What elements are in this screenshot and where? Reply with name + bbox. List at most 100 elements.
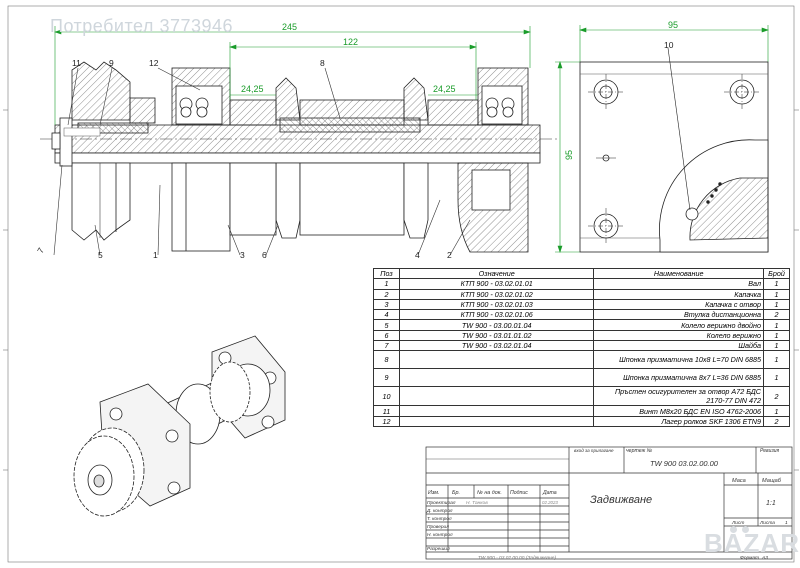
tb-scale: 1:1 (766, 500, 776, 507)
watermark-text: Потребител 3773946 (50, 16, 234, 36)
sprocket-double-lower (71, 162, 131, 241)
tb-verified-label: Проверил (427, 524, 449, 530)
tb-col-sheet: Бр. (452, 490, 460, 496)
callout-3: 3 (240, 250, 245, 260)
bom-designation: КТП 900 - 03.02.01.02 (398, 288, 595, 300)
tb-sheets-label: Листа (759, 520, 775, 526)
bom-header-row: Поз Означение Наименование Брой (373, 267, 790, 280)
brand-watermark: BAZAR (704, 528, 800, 558)
callout-5: 5 (98, 250, 103, 260)
callout-9: 9 (109, 58, 114, 68)
bom-name: Винт М8х20 БДС EN ISO 4762-2006 (593, 405, 764, 417)
tb-format-label: Формат (740, 555, 759, 561)
tb-footer: TW 900 - 03.02.00.00 (Задвижване) (478, 555, 556, 561)
callout-2: 2 (447, 250, 452, 260)
callout-12: 12 (149, 58, 159, 68)
tb-col-date: Дата (542, 490, 557, 496)
bom-designation: КТП 900 - 03.02.01.06 (398, 309, 595, 321)
tb-designed-by: Н. Танков (466, 500, 488, 506)
tb-norm-label: Н. контрол (427, 532, 453, 538)
bom-qty: 2 (763, 309, 790, 321)
bom-designation: КТП 900 - 03.02.01.03 (398, 298, 595, 311)
bom-name: Лагер ролков SKF 1306 ETN9 (593, 415, 764, 427)
bom-qty: 1 (763, 319, 790, 331)
table-row: 10 Пръстен осигурителен за отвор А72 БДС … (373, 386, 790, 407)
tb-drawing-no: TW 900 03.02.00.00 (650, 459, 719, 468)
bom-designation (398, 350, 595, 370)
bom-name: Колело верижно двойно (593, 319, 764, 331)
dim-side-width: 95 (668, 20, 678, 30)
bom-name: Втулка дистанционна (593, 309, 764, 321)
bom-designation: КТП 900 - 03.02.01.01 (398, 278, 595, 290)
tb-format: А3 (761, 555, 768, 561)
tb-date: 02.2023 (542, 500, 558, 505)
dimension-lines (54, 25, 769, 253)
tb-col-doc: № на док. (477, 490, 502, 496)
dim-overall-length: 245 (282, 22, 297, 32)
section-view (40, 61, 560, 253)
tb-tech-label: Т. контрол (427, 516, 452, 522)
bom-designation: TW 900 - 03.01.01.02 (398, 329, 595, 342)
bom-qty: 1 (763, 350, 790, 370)
side-view (579, 47, 769, 253)
bom-designation (398, 405, 595, 417)
bom-qty: 1 (763, 298, 790, 311)
bom-qty: 2 (763, 386, 790, 407)
bom-name: Шпонка призматична 8х7 L=36 DIN 6885 (593, 368, 764, 388)
bom-header-qty: Брой (763, 267, 790, 280)
bom-designation (398, 386, 595, 407)
bom-header-name: Наименование (593, 267, 764, 280)
tb-revision-label: Ревизия (760, 448, 780, 454)
callout-1: 1 (153, 250, 158, 260)
sheet-frame (3, 5, 799, 563)
bom-qty: 1 (763, 340, 790, 352)
bom-name: Капачка (593, 288, 764, 300)
bom-pos: 7 (373, 340, 400, 352)
sprocket-middle-upper (275, 77, 301, 121)
sprocket-right-lower (403, 162, 429, 239)
tb-scale-label: Мащаб (762, 478, 782, 484)
callout-11: 11 (72, 58, 81, 68)
tb-approved-label: Разрешил (427, 546, 450, 552)
tb-col-sign: Подпис (510, 490, 528, 496)
tb-drawing-no-label: чертеж № (626, 448, 653, 454)
tb-title: Задвижване (590, 494, 652, 506)
brand-dot-icon (730, 526, 737, 533)
bom-name: Пръстен осигурителен за отвор А72 БДС 21… (593, 386, 764, 407)
sprocket-right-upper (403, 77, 429, 121)
callout-numbers: 11 9 12 8 10 7 5 1 3 6 4 2 (35, 40, 674, 260)
sprocket-double-upper (71, 61, 131, 121)
callout-6: 6 (262, 250, 267, 260)
callout-8: 8 (320, 58, 325, 68)
tb-ref-label: вход за прилагане (574, 448, 614, 453)
callout-10: 10 (664, 40, 674, 50)
bom-qty: 1 (763, 405, 790, 417)
bom-pos: 3 (373, 298, 400, 311)
bom-name: Колело верижно (593, 329, 764, 342)
tb-checked-label: Д. контрол (426, 508, 453, 514)
bom-pos: 6 (373, 329, 400, 342)
bom-designation (398, 368, 595, 388)
callout-4: 4 (415, 250, 420, 260)
spacer-tube-lower (229, 162, 277, 236)
bom-qty: 1 (763, 329, 790, 342)
bom-name: Шпонка призматична 10х8 L=70 DIN 6885 (593, 350, 764, 370)
dim-left-span: 24,25 (241, 84, 264, 94)
tb-sheet-label: Лист (731, 520, 744, 526)
bom-pos: 1 (373, 278, 400, 290)
bom-qty: 1 (763, 288, 790, 300)
bom-pos: 10 (373, 386, 400, 407)
bom-designation (398, 415, 595, 427)
bom-name: Вал (593, 278, 764, 290)
dim-side-height: 95 (564, 150, 574, 160)
tb-sheets: 1 (785, 520, 788, 526)
bom-pos: 9 (373, 368, 400, 388)
bom-designation: TW 900 - 03.00.01.04 (398, 319, 595, 331)
